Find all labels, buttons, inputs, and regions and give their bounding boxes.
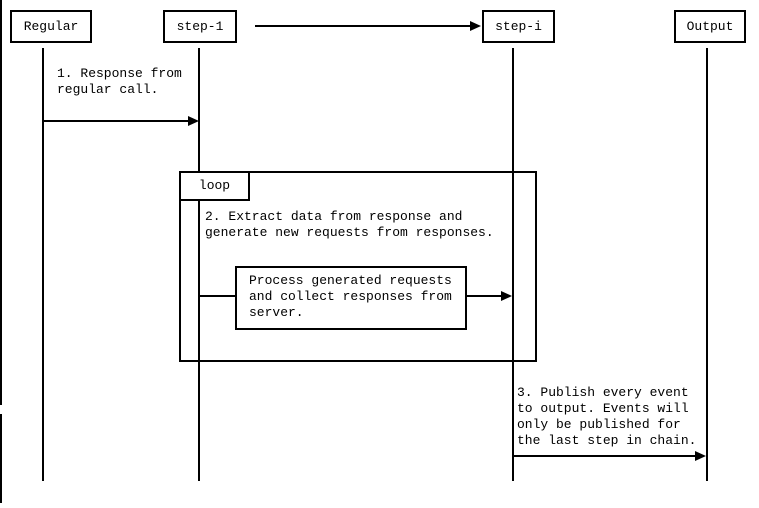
message1-text: 1. Response from regular call. [57, 66, 182, 97]
lifeline-step-i [512, 48, 514, 481]
lifeline-regular [42, 48, 44, 481]
lifeline-output [706, 48, 708, 481]
process-connector-line [200, 295, 235, 297]
message3-line [514, 455, 696, 457]
process-box-text: Process generated requests and collect r… [249, 273, 452, 320]
process-box: Process generated requests and collect r… [235, 266, 467, 330]
loop-fragment-box [179, 171, 537, 362]
left-edge-line-lower [0, 414, 2, 503]
actor-label-step-i: step-i [495, 18, 542, 34]
process-arrow-line [467, 295, 502, 297]
actor-label-regular: Regular [23, 18, 79, 34]
actor-box-step-1: step-1 [163, 10, 237, 43]
header-arrow-line [255, 25, 470, 27]
lifeline-step-1 [198, 48, 200, 481]
actor-box-output: Output [674, 10, 746, 43]
message3-text: 3. Publish every event to output. Events… [517, 385, 697, 448]
left-edge-line-upper [0, 0, 2, 405]
message2-text: 2. Extract data from response and genera… [205, 209, 494, 240]
loop-label-box: loop [179, 171, 250, 201]
actor-label-step-1: step-1 [176, 18, 224, 34]
actor-box-step-i: step-i [482, 10, 555, 43]
process-arrowhead-icon [501, 291, 512, 301]
message3-arrowhead-icon [695, 451, 706, 461]
actor-box-regular: Regular [10, 10, 92, 43]
header-arrowhead-icon [470, 21, 481, 31]
actor-label-output: Output [686, 18, 734, 34]
loop-label: loop [198, 178, 231, 193]
message1-arrowhead-icon [188, 116, 199, 126]
message1-line [44, 120, 188, 122]
